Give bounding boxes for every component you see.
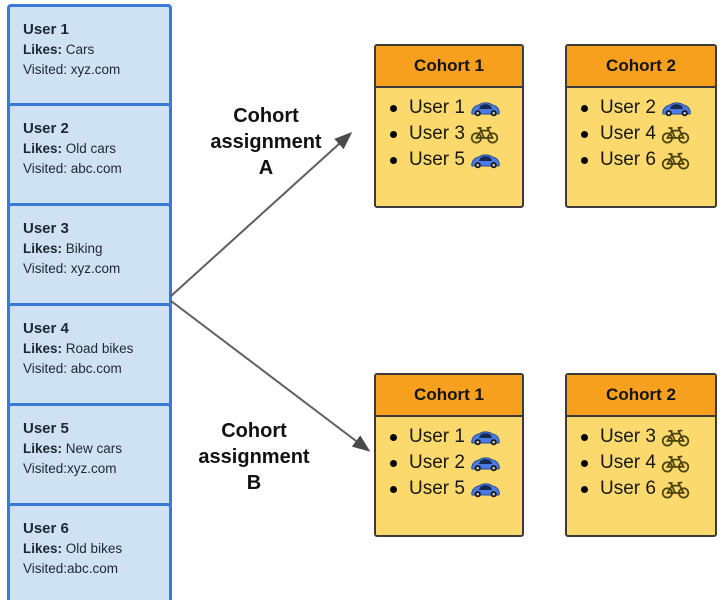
bullet-icon xyxy=(390,104,397,112)
user-name: User 5 xyxy=(23,420,69,437)
cohort-header: Cohort 1 xyxy=(376,375,522,417)
car-icon xyxy=(471,154,500,169)
bullet-icon xyxy=(390,485,397,493)
cohort-member-list: User 3 User 4 User 6 xyxy=(567,417,715,502)
cohort-member: User 5 xyxy=(390,476,522,502)
user-likes: Likes: Road bikes xyxy=(23,341,134,356)
bike-icon xyxy=(661,429,690,446)
cohort-member: User 3 xyxy=(390,121,522,147)
assignment-b-label: Cohort assignment B xyxy=(198,420,310,494)
bullet-icon xyxy=(581,104,588,112)
cohort-box-b1: Cohort 1 User 1 User 2 User 5 xyxy=(374,373,524,537)
user-card-6: User 6 Likes: Old bikes Visited:abc.com xyxy=(7,503,172,600)
user-card-4: User 4 Likes: Road bikes Visited: abc.co… xyxy=(7,303,172,409)
cohort-member-list: User 2 User 4 User 6 xyxy=(567,88,715,173)
bullet-icon xyxy=(581,130,588,138)
car-icon xyxy=(471,102,500,117)
cohort-header: Cohort 2 xyxy=(567,375,715,417)
cohort-member: User 6 xyxy=(581,476,715,502)
user-likes: Likes: Old bikes xyxy=(23,541,123,556)
cohort-member-list: User 1 User 2 User 5 xyxy=(376,417,522,502)
user-name: User 2 xyxy=(23,120,69,137)
bullet-icon xyxy=(390,130,397,138)
cohort-box-b2: Cohort 2 User 3 User 4 User 6 xyxy=(565,373,717,537)
cohort-box-a1: Cohort 1 User 1 User 3 User 5 xyxy=(374,44,524,208)
user-likes: Likes: Old cars xyxy=(23,141,117,156)
bike-icon xyxy=(470,126,499,143)
user-visited: Visited: xyz.com xyxy=(23,260,121,276)
assignment-a-label: Cohort assignment A xyxy=(210,105,322,179)
bullet-icon xyxy=(581,156,588,164)
user-name: User 4 xyxy=(23,320,69,337)
cohort-member: User 4 xyxy=(581,450,715,476)
bike-icon xyxy=(661,126,690,143)
user-card-5: User 5 Likes: New cars Visited:xyz.com xyxy=(7,403,172,509)
user-visited: Visited: xyz.com xyxy=(23,61,121,77)
cohort-member: User 3 xyxy=(581,424,715,450)
cohort-member-list: User 1 User 3 User 5 xyxy=(376,88,522,173)
user-visited: Visited:abc.com xyxy=(23,560,119,576)
cohort-header: Cohort 1 xyxy=(376,46,522,88)
user-name: User 3 xyxy=(23,220,69,237)
user-likes: Likes: New cars xyxy=(23,441,123,456)
bullet-icon xyxy=(581,485,588,493)
cohort-member: User 1 xyxy=(390,424,522,450)
user-likes: Likes: Biking xyxy=(23,241,103,256)
user-name: User 1 xyxy=(23,21,69,38)
bike-icon xyxy=(661,152,690,169)
cohort-member: User 5 xyxy=(390,147,522,173)
cohort-member: User 2 xyxy=(390,450,522,476)
car-icon xyxy=(471,431,500,446)
user-visited: Visited: abc.com xyxy=(23,360,122,376)
cohort-member: User 6 xyxy=(581,147,715,173)
user-card-2: User 2 Likes: Old cars Visited: abc.com xyxy=(7,103,172,209)
bullet-icon xyxy=(581,459,588,467)
cohort-member: User 4 xyxy=(581,121,715,147)
bullet-icon xyxy=(390,433,397,441)
bike-icon xyxy=(661,455,690,472)
cohort-member: User 2 xyxy=(581,95,715,121)
car-icon xyxy=(471,483,500,498)
user-likes: Likes: Cars xyxy=(23,42,95,57)
bullet-icon xyxy=(390,459,397,467)
car-icon xyxy=(471,457,500,472)
bullet-icon xyxy=(390,156,397,164)
user-name: User 6 xyxy=(23,520,69,537)
cohort-box-a2: Cohort 2 User 2 User 4 User 6 xyxy=(565,44,717,208)
user-visited: Visited:xyz.com xyxy=(23,460,117,476)
user-visited: Visited: abc.com xyxy=(23,160,122,176)
bullet-icon xyxy=(581,433,588,441)
user-card-1: User 1 Likes: Cars Visited: xyz.com xyxy=(7,4,172,110)
cohort-header: Cohort 2 xyxy=(567,46,715,88)
car-icon xyxy=(662,102,691,117)
cohort-member: User 1 xyxy=(390,95,522,121)
bike-icon xyxy=(661,481,690,498)
user-card-3: User 3 Likes: Biking Visited: xyz.com xyxy=(7,203,172,309)
